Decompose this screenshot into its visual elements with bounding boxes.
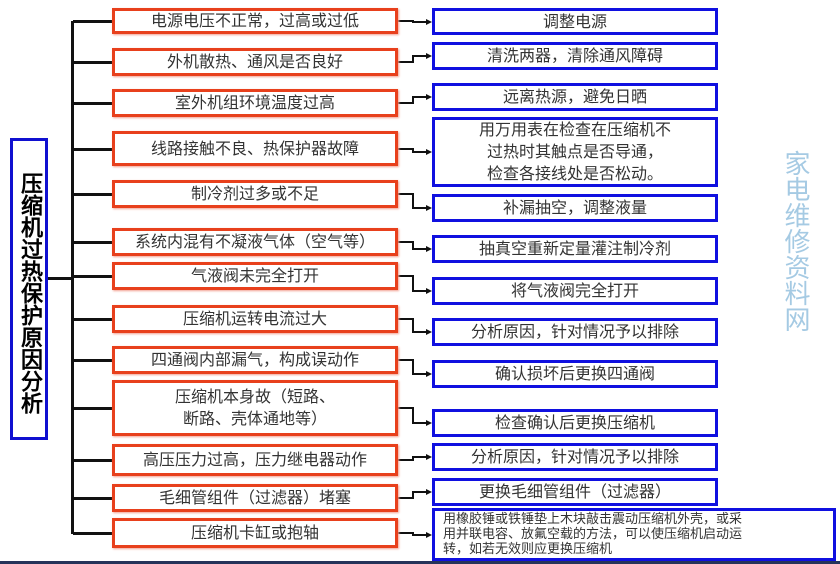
branch-line [73, 459, 112, 462]
branch-line [73, 241, 112, 244]
link-line [398, 275, 414, 277]
trunk-line [71, 21, 74, 534]
link-line [398, 318, 414, 320]
link-line [398, 20, 414, 22]
remedy-box: 更换毛细管组件（过滤器） [432, 478, 718, 506]
link-line [412, 276, 414, 292]
link-line [412, 290, 426, 292]
link-line [398, 459, 414, 461]
link-line [412, 56, 414, 63]
cause-box: 压缩机卡缸或抱轴 [112, 518, 398, 548]
arrow-icon [426, 329, 432, 335]
remedy-box: 用橡胶锤或铁锤垫上木块敲击震动压缩机外壳，或采 用并联电容、放氟空载的方法，可以… [432, 508, 836, 561]
cause-box: 室外机组环境温度过高 [112, 89, 398, 117]
cause-box: 压缩机运转电流过大 [112, 305, 398, 333]
remedy-box: 用万用表在检查在压缩机不 过热时其触点是否导通， 检查各接线处是否松动。 [432, 117, 718, 187]
arrow-icon [426, 288, 432, 294]
arrow-icon [426, 53, 432, 59]
diagram-title: 压缩机过热保护原因分析 [10, 138, 48, 440]
branch-line [73, 275, 112, 278]
link-line [398, 359, 414, 361]
cause-box: 外机散热、通风是否良好 [112, 48, 398, 76]
link-line [412, 492, 414, 499]
link-line [412, 457, 414, 461]
link-line [398, 532, 414, 534]
branch-line [73, 61, 112, 64]
cause-box: 毛细管组件（过滤器）堵塞 [112, 484, 398, 512]
cause-box: 压缩机本身故（短路、 断路、壳体通地等） [112, 380, 398, 436]
branch-line [73, 532, 112, 535]
branch-line [73, 407, 112, 410]
cause-box: 制冷剂过多或不足 [112, 180, 398, 208]
arrow-icon [426, 149, 432, 155]
cause-box: 线路接触不良、热保护器故障 [112, 131, 398, 166]
link-line [412, 534, 426, 536]
branch-line [73, 318, 112, 321]
remedy-box: 调整电源 [432, 8, 718, 35]
link-line [412, 373, 426, 375]
link-line [412, 360, 414, 375]
watermark-logo: 家电维修资料网 [780, 150, 810, 332]
branch-line [73, 359, 112, 362]
cause-box: 高压压力过高，压力继电器动作 [112, 444, 398, 476]
arrow-icon [426, 489, 432, 495]
link-line [412, 242, 414, 250]
link-line [398, 241, 414, 243]
link-line [412, 331, 426, 333]
cause-box: 系统内混有不凝液气体（空气等） [112, 228, 398, 256]
remedy-box: 检查确认后更换压缩机 [432, 409, 718, 437]
remedy-box: 分析原因，针对情况予以排除 [432, 443, 718, 471]
remedy-box: 分析原因，针对情况予以排除 [432, 318, 718, 346]
remedy-box: 远离热源，避免日晒 [432, 83, 718, 111]
remedy-box: 抽真空重新定量灌注制冷剂 [432, 235, 718, 263]
link-line [412, 422, 426, 424]
link-line [412, 456, 426, 458]
link-line [412, 248, 426, 250]
arrow-icon [426, 246, 432, 252]
title-connector [48, 277, 72, 280]
cause-box: 电源电压不正常，过高或过低 [112, 8, 398, 34]
remedy-box: 确认损坏后更换四通阀 [432, 360, 718, 388]
link-line [398, 497, 414, 499]
remedy-box: 清洗两器，清除通风障碍 [432, 42, 718, 70]
link-line [412, 96, 426, 98]
link-line [398, 61, 414, 63]
remedy-box: 补漏抽空，调整液量 [432, 194, 718, 222]
link-line [398, 407, 414, 409]
link-line [412, 194, 414, 209]
arrow-icon [426, 420, 432, 426]
arrow-icon [426, 94, 432, 100]
arrow-icon [426, 532, 432, 538]
link-line [412, 55, 426, 57]
link-line [412, 319, 414, 333]
link-line [412, 408, 414, 424]
cause-box: 四通阀内部漏气，构成误动作 [112, 346, 398, 374]
branch-line [73, 148, 112, 151]
link-line [412, 491, 426, 493]
branch-line [73, 102, 112, 105]
arrow-icon [426, 371, 432, 377]
link-line [412, 151, 426, 153]
link-line [398, 102, 414, 104]
branch-line [73, 193, 112, 196]
branch-line [73, 497, 112, 500]
cause-box: 气液阀未完全打开 [112, 262, 398, 290]
branch-line [73, 20, 112, 23]
link-line [412, 97, 414, 104]
link-line [398, 193, 414, 195]
link-line [412, 21, 426, 23]
arrow-icon [426, 19, 432, 25]
arrow-icon [426, 454, 432, 460]
link-line [398, 148, 414, 150]
remedy-box: 将气液阀完全打开 [432, 277, 718, 305]
arrow-icon [426, 205, 432, 211]
link-line [412, 207, 426, 209]
bottom-band [0, 561, 840, 564]
